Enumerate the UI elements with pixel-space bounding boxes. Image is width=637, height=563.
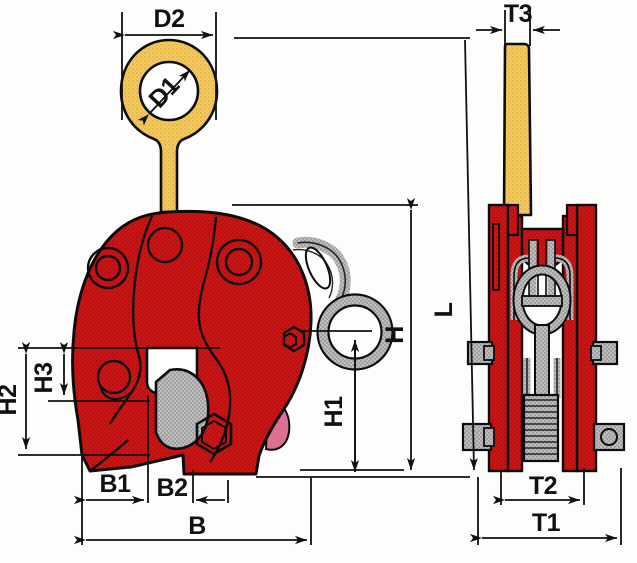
hex-nut-lower — [195, 412, 233, 456]
dimension-label-D2: D2 — [154, 5, 185, 33]
hex-nut-lower-inner — [201, 419, 227, 451]
dimension-H — [232, 198, 418, 470]
dimension-label-H: H — [381, 326, 409, 344]
dimension-label-H1: H1 — [320, 396, 348, 428]
upper-lug-left — [506, 203, 520, 237]
side-bolt-upper-right — [590, 340, 619, 366]
side-bolt-lower-left — [461, 422, 495, 452]
side-bolt-lower-right — [592, 422, 626, 452]
body-plate-inner-right — [561, 214, 579, 473]
pivot-boss-top — [146, 226, 184, 264]
plate-slot-left — [492, 223, 500, 291]
dimension-B2 — [192, 470, 229, 505]
dimension-T3 — [476, 10, 560, 46]
pivot-boss-lower-left — [96, 359, 132, 395]
shackle-bar — [502, 42, 533, 217]
dimension-H3 — [48, 342, 150, 402]
dimension-label-B1: B1 — [100, 470, 132, 498]
pivot-boss-right-inner — [224, 247, 254, 277]
dimension-label-H3: H3 — [30, 363, 58, 394]
screw-spindle — [522, 393, 560, 463]
dimension-D2 — [113, 12, 217, 120]
dimension-B1 — [74, 395, 149, 545]
side-view — [461, 42, 626, 473]
dimension-H1 — [300, 330, 372, 472]
dimension-label-B2: B2 — [157, 474, 188, 502]
clamp-body — [71, 209, 313, 476]
pivot-boss-left — [86, 246, 130, 290]
dimension-D1 — [137, 69, 191, 126]
internal-linkage — [510, 239, 574, 463]
lock-chain-link — [292, 236, 351, 305]
hex-nut-upper-inner — [283, 332, 297, 349]
dimension-B — [74, 477, 312, 545]
dimension-L — [464, 39, 478, 471]
dimension-label-T1: T1 — [532, 509, 561, 537]
pivot-boss-right — [215, 238, 263, 286]
upper-lug-right — [565, 203, 579, 237]
side-bolt-upper-left — [466, 340, 495, 366]
cam-segment — [154, 368, 210, 451]
body-plate-inner-left — [506, 214, 524, 473]
dimension-label-L: L — [430, 302, 458, 317]
dimension-label-B: B — [188, 512, 206, 540]
dimension-T2 — [493, 468, 585, 505]
dimension-annotations — [18, 10, 622, 545]
dimension-label-H2: H2 — [0, 385, 22, 416]
dimension-T1 — [470, 468, 622, 545]
pivot-boss-left-inner — [94, 254, 122, 282]
dimension-label-T2: T2 — [529, 472, 557, 500]
saddle-block — [520, 227, 565, 270]
dimension-H2 — [18, 342, 220, 456]
dimension-label-T3: T3 — [504, 0, 532, 28]
